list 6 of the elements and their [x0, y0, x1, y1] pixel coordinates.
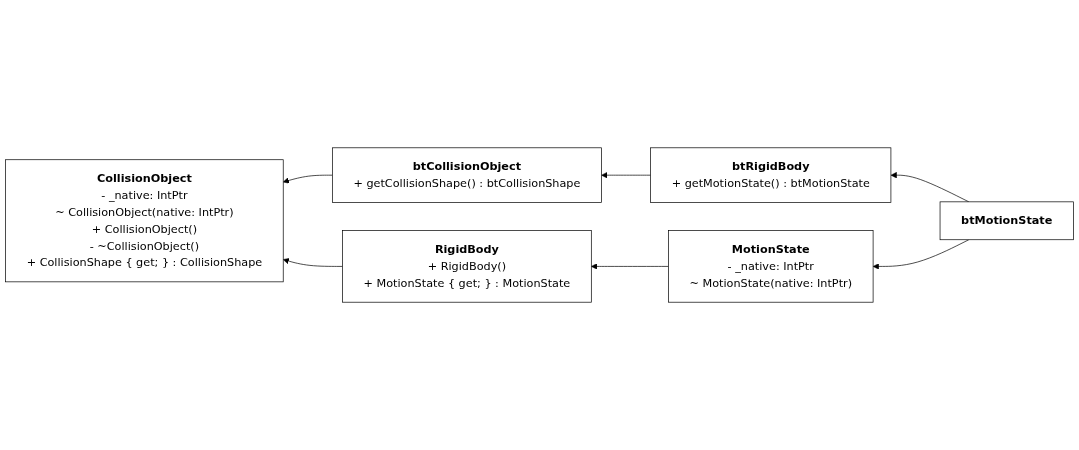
node-box: MotionState - _native: IntPtr ~ MotionState(native: IntPtr) [668, 230, 874, 303]
node-box: CollisionObject - _native: IntPtr ~ CollisionObject(native: IntPtr) + CollisionObject() - ~CollisionObject() + CollisionShape { get; } : CollisionShape [5, 159, 284, 283]
node-box: btMotionState [939, 201, 1074, 241]
node-box: btRigidBody + getMotionState() : btMotionState [650, 147, 892, 203]
node-box: RigidBody + RigidBody() + MotionState { get; } : MotionState [342, 230, 592, 303]
node-box: btCollisionObject + getCollisionShape() : btCollisionShape [332, 147, 602, 203]
